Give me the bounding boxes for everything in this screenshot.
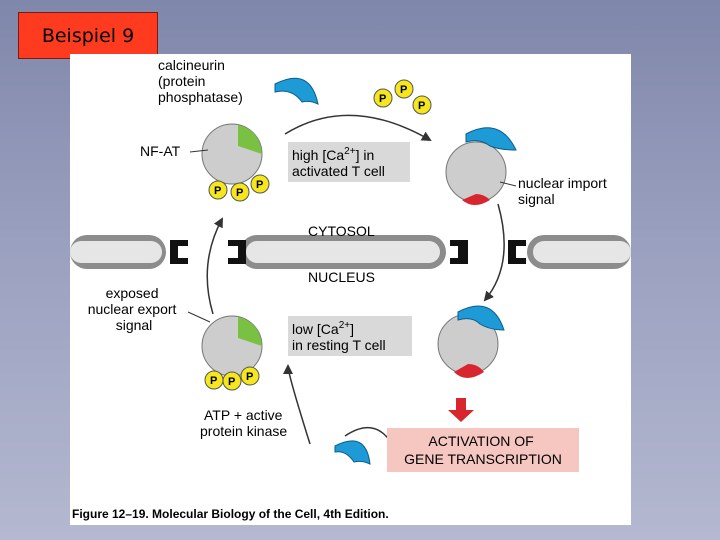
phosphate-label: P (210, 375, 217, 387)
nuclear-pore-left (170, 240, 246, 264)
phosphate-label: P (214, 185, 221, 197)
activation-box (387, 428, 579, 472)
phosphate-label: P (256, 179, 263, 191)
calcineurin-label: calcineurin (protein phosphatase) (158, 57, 243, 105)
released-phosphates: P P P (373, 79, 432, 115)
figure-caption: Figure 12–19. Molecular Biology of the C… (72, 507, 389, 521)
nfat-phosphorylated-nucleus: P P P (201, 315, 263, 391)
phosphate-label: P (236, 187, 243, 199)
low-calcium-label: low [Ca2+] in resting T cell (292, 320, 386, 353)
nfat-label: NF-AT (140, 143, 181, 159)
phosphate-label: P (379, 93, 386, 105)
nfat-calcineurin-complex-nucleus (437, 305, 505, 378)
nfat-cycle-diagram: P P P P P P P P P (70, 57, 631, 521)
slide-title-text: Beispiel 9 (41, 24, 135, 47)
phosphate-label: P (228, 376, 235, 388)
cytosol-label: CYTOSOL (308, 223, 375, 239)
phosphate-label: P (400, 84, 407, 96)
nuclear-pore-right (450, 240, 526, 264)
activation-label: ACTIVATION OF GENE TRANSCRIPTION (404, 433, 562, 467)
nuclear-import-signal-label: nuclear import signal (518, 175, 611, 207)
atp-kinase-label: ATP + active protein kinase (200, 407, 287, 439)
nuclear-envelope (70, 235, 631, 269)
high-calcium-box (288, 142, 410, 182)
slide-title-tag: Beispiel 9 (18, 12, 158, 59)
nfat-calcineurin-complex-cytosol (445, 127, 517, 205)
high-calcium-label: high [Ca2+] in activated T cell (292, 146, 385, 179)
calcineurin-icon (274, 77, 319, 105)
nucleus-label: NUCLEUS (308, 269, 375, 285)
figure-panel: P P P P P P P P P (70, 54, 631, 525)
calcineurin-released-icon (334, 440, 371, 465)
export-signal-label: exposed nuclear export signal (88, 285, 181, 333)
nfat-phosphorylated-cytosol: P P P (201, 123, 270, 202)
leader-lines (187, 149, 517, 323)
phosphate-label: P (246, 371, 253, 383)
phosphate-label: P (418, 100, 425, 112)
low-calcium-box (288, 316, 412, 356)
activation-arrow-icon (448, 398, 474, 422)
